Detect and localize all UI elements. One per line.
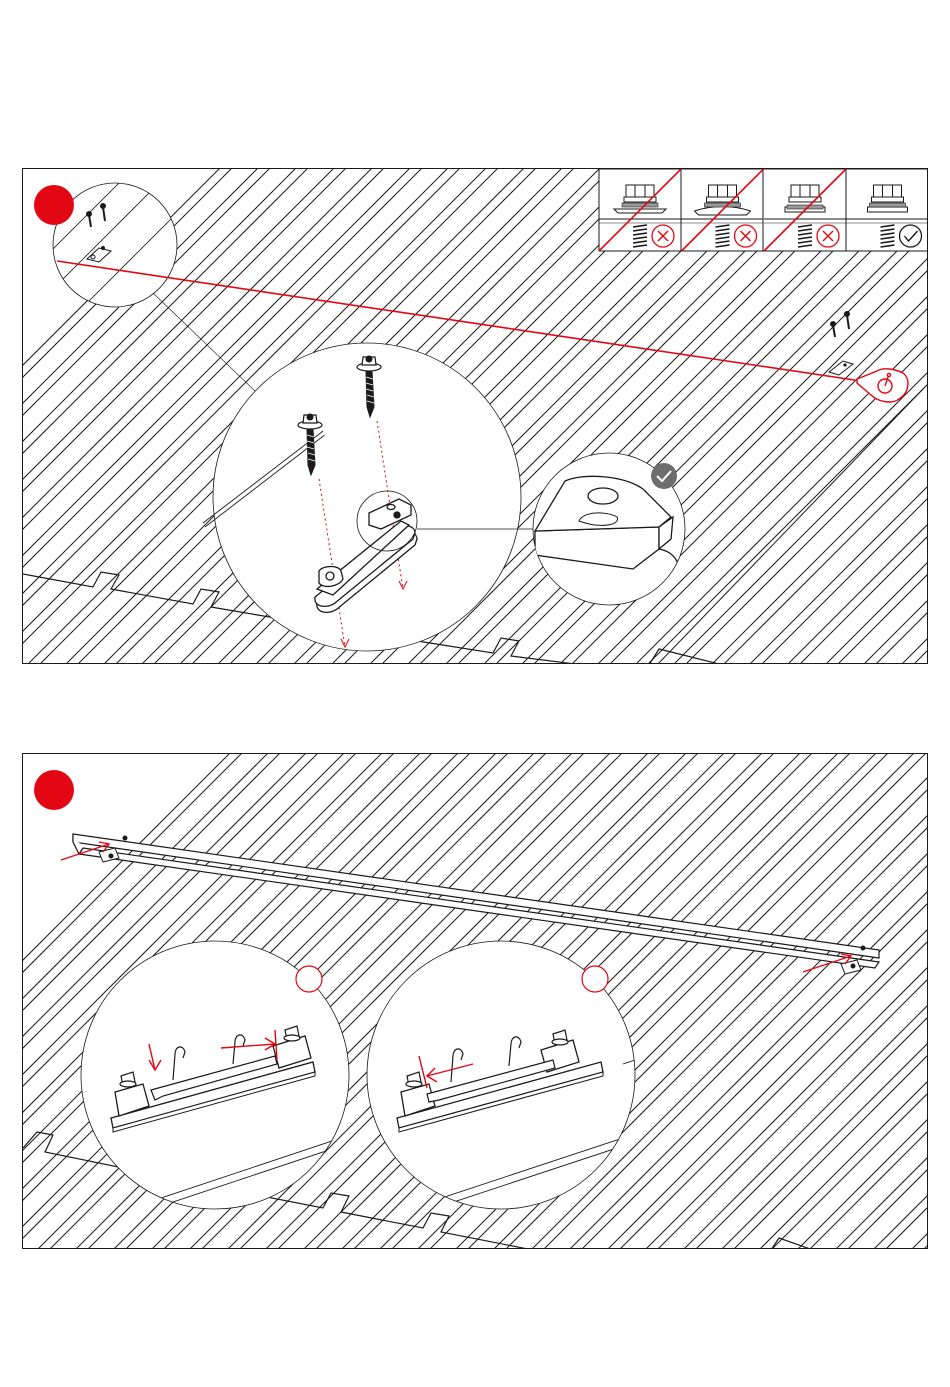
detail-circle-lock	[363, 941, 635, 1232]
step-badge-1	[34, 185, 74, 225]
detail-circle-small	[53, 169, 177, 307]
detail-circle-logo	[533, 453, 685, 605]
check-ok-badge	[651, 463, 677, 489]
step-2-illustration	[23, 754, 928, 1249]
step-1-illustration	[23, 169, 928, 664]
detail-circle-insert	[81, 941, 353, 1232]
detail-label-circle-1	[296, 966, 322, 992]
zoom-connector-line	[153, 293, 255, 391]
detail-circle-bracket	[203, 339, 553, 664]
detail-label-circle-2	[582, 966, 608, 992]
check-circle-icon	[900, 225, 922, 247]
step-2-panel	[22, 753, 928, 1249]
tightness-guide-table	[599, 169, 928, 251]
step-badge-2	[34, 770, 74, 810]
step-1-panel	[22, 168, 928, 664]
